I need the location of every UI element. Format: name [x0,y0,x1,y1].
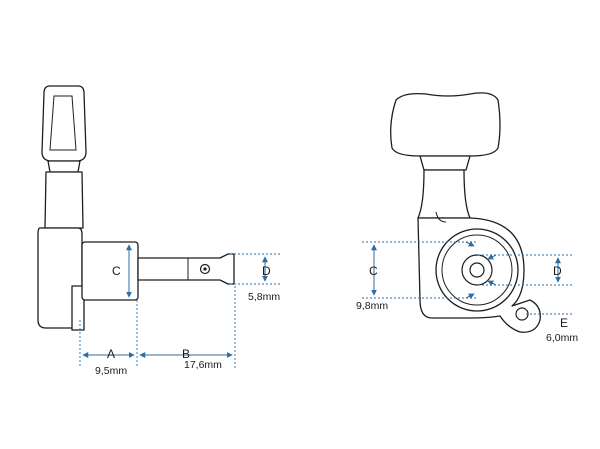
side-letter-b: B [182,347,190,361]
side-shaft [44,171,84,229]
rear-view-tuner [390,92,541,333]
side-value-b: 17,6mm [184,359,222,371]
side-view-tuner [37,85,235,331]
side-gear-collar [81,241,139,301]
rear-letter-c: C [369,264,378,278]
side-value-a: 9,5mm [95,365,127,377]
side-letter-c: C [112,264,121,278]
rear-view-dimensions: C D E 9,8mm 6,0mm [356,240,578,344]
side-string-post [137,253,235,285]
rear-shaft [417,169,471,219]
rear-gear-ring-inner [441,234,513,306]
rear-value-c: 9,8mm [356,300,388,312]
side-letter-a: A [107,347,115,361]
rear-key-button [390,92,501,157]
rear-post-hole [469,262,485,278]
side-key-button-inner [49,95,77,151]
rear-letter-e: E [560,316,568,330]
side-key-neck [47,160,81,173]
side-value-d: 5,8mm [248,291,280,303]
side-bushing-tab [71,285,85,331]
side-letter-d: D [262,264,271,278]
rear-key-neck [419,155,471,171]
side-view-dimensions: A B C D 9,5mm 17,6mm 5,8mm [79,244,280,377]
rear-value-e: 6,0mm [546,332,578,344]
rear-letter-d: D [553,264,562,278]
